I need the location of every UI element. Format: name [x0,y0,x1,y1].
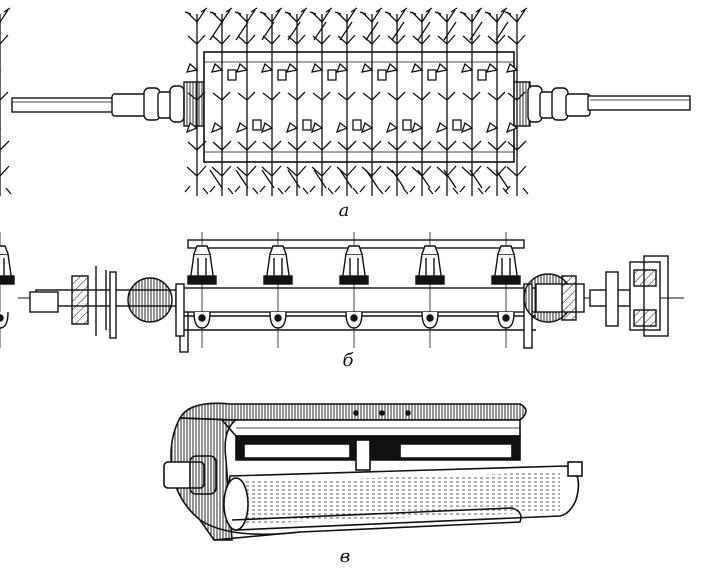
caption-b: б [342,350,354,371]
drum-c-shell [178,402,527,421]
drum-a-left-shaft [11,81,205,127]
drum-c [163,402,583,541]
shaft-b-tube [175,287,537,313]
drum-a-pins [0,7,529,197]
shaft-b [0,231,684,353]
drum-a-right-shaft [511,81,691,127]
drum-a [0,7,691,197]
caption-c: в [339,546,351,567]
caption-a: а [338,200,350,221]
